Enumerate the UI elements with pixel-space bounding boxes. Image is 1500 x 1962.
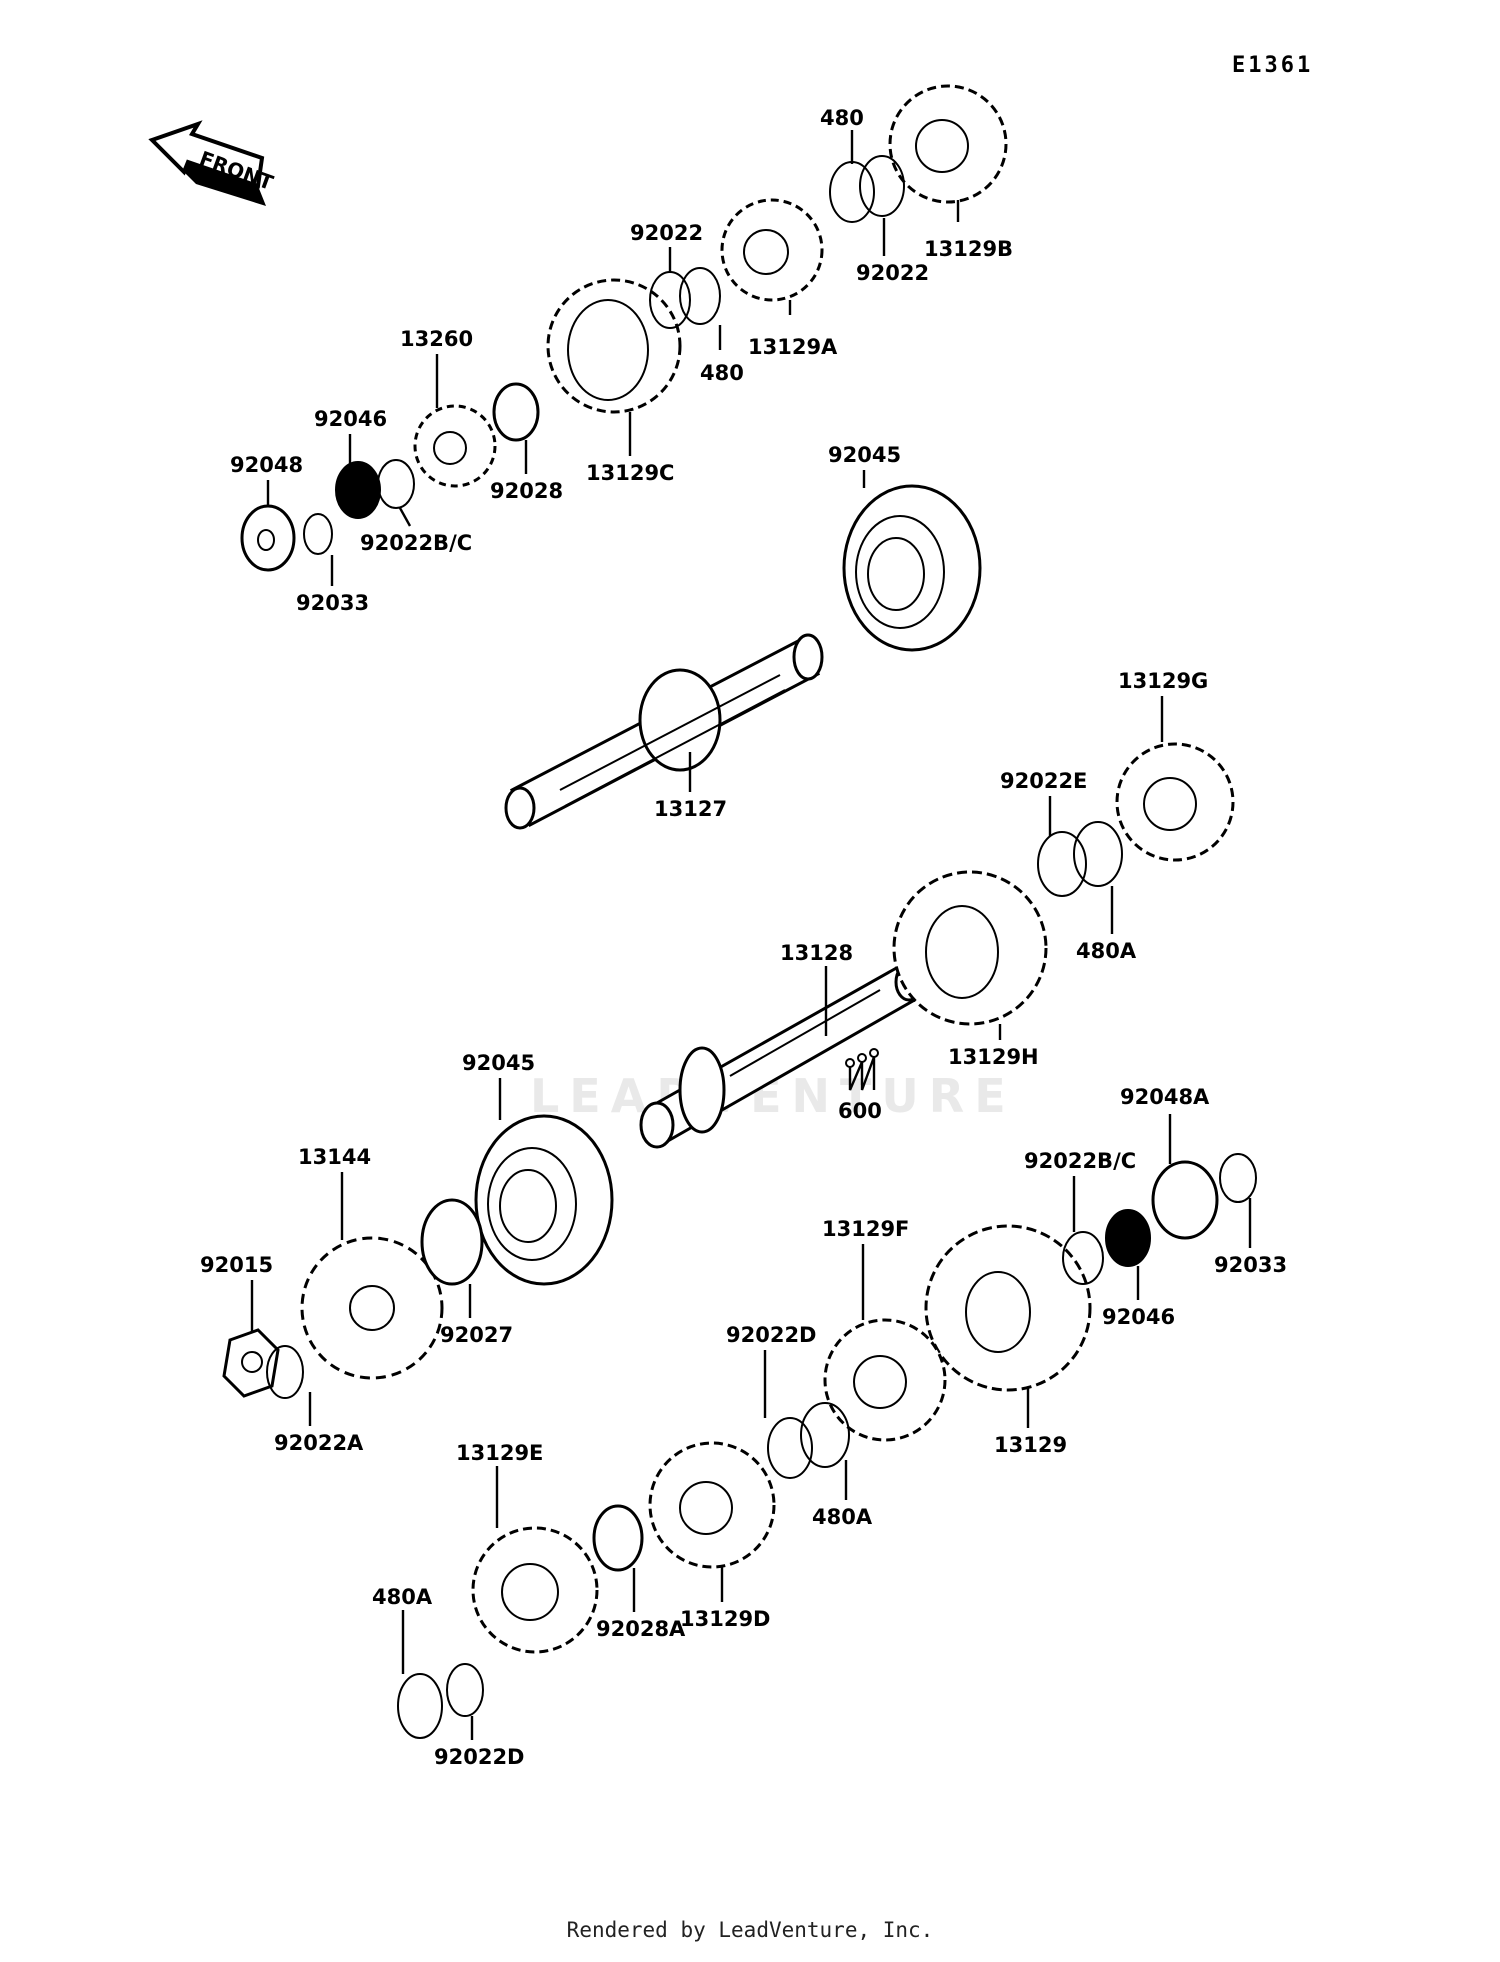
circlip-92033-bottom-drawing: [1219, 1153, 1257, 1203]
part-label-13129A: 13129A: [748, 335, 838, 359]
bushing-92027-drawing: [420, 1198, 484, 1286]
gear-13129-drawing: [924, 1224, 1092, 1392]
part-label-13129G: 13129G: [1118, 669, 1208, 693]
part-label-480-top: 480: [820, 106, 864, 130]
part-label-13129D: 13129D: [680, 1607, 771, 1631]
part-label-480A-right: 480A: [1076, 939, 1137, 963]
circlip-92033-top-drawing: [303, 513, 333, 555]
gear-13129C-drawing: [546, 278, 682, 414]
collar-92048-drawing: [240, 504, 296, 572]
part-label-480-mid: 480: [700, 361, 744, 385]
part-label-92022D-mid: 92022D: [726, 1323, 817, 1347]
gear-13129H-drawing: [892, 870, 1048, 1026]
part-label-92033-bottom: 92033: [1214, 1253, 1287, 1277]
circlip-480-mid-drawing: [679, 267, 721, 325]
sprocket-13144-drawing: [300, 1236, 444, 1380]
gear-13129F-drawing: [823, 1318, 947, 1442]
part-label-92022BC-top: 92022B/C: [360, 531, 472, 555]
part-label-13144: 13144: [298, 1145, 371, 1169]
gear-13129A-drawing: [720, 198, 824, 302]
needle-bearing-92028A-drawing: [592, 1504, 644, 1572]
part-label-13128: 13128: [780, 941, 853, 965]
part-label-480A-mid: 480A: [812, 1505, 873, 1529]
washer-92022D-mid-drawing: [767, 1417, 813, 1479]
part-label-92022D-bottom: 92022D: [434, 1745, 525, 1769]
part-label-13127: 13127: [654, 797, 727, 821]
collar-92048A-drawing: [1151, 1160, 1219, 1240]
washer-92022A-drawing: [266, 1345, 304, 1399]
part-label-92048: 92048: [230, 453, 303, 477]
part-label-600: 600: [838, 1099, 882, 1123]
needle-bearing-92046-top-drawing: [335, 461, 381, 519]
needle-bearing-92046-bottom-drawing: [1105, 1209, 1151, 1267]
part-label-480A-bottom: 480A: [372, 1585, 433, 1609]
washer-92022-top-right-drawing: [859, 155, 905, 217]
gear-13129E-drawing: [471, 1526, 599, 1654]
gear-13129G-drawing: [1115, 742, 1235, 862]
gear-13129B-drawing: [888, 84, 1008, 204]
front-arrow-icon: FRONT: [148, 120, 277, 206]
washer-92022BC-bottom-drawing: [1062, 1231, 1104, 1285]
diagram-code: E1361: [1232, 53, 1313, 78]
part-label-92022-top-left: 92022: [630, 221, 703, 245]
part-label-13260: 13260: [400, 327, 473, 351]
part-label-92015: 92015: [200, 1253, 273, 1277]
part-label-13129C: 13129C: [586, 461, 674, 485]
circlip-480A-bottom-drawing: [397, 1673, 443, 1739]
shaft-13128-drawing: [639, 962, 924, 1149]
needle-bearing-92028-drawing: [492, 382, 540, 442]
gear-13129D-drawing: [648, 1441, 776, 1569]
part-label-13129B: 13129B: [924, 237, 1013, 261]
circlip-480A-mid-drawing: [800, 1402, 850, 1468]
part-label-92022A: 92022A: [274, 1431, 364, 1455]
leader-lines: [250, 130, 1252, 1740]
part-label-92045-top: 92045: [828, 443, 901, 467]
part-label-13129: 13129: [994, 1433, 1067, 1457]
part-label-92022-top-right: 92022: [856, 261, 929, 285]
washer-92022E-drawing: [1037, 831, 1087, 897]
circlip-480A-right-drawing: [1073, 821, 1123, 887]
part-label-92022BC-bottom: 92022B/C: [1024, 1149, 1136, 1173]
part-label-92046-bottom: 92046: [1102, 1305, 1175, 1329]
part-label-92048A: 92048A: [1120, 1085, 1210, 1109]
footer-credit: Rendered by LeadVenture, Inc.: [566, 1918, 934, 1942]
washer-92022BC-top-drawing: [377, 459, 415, 509]
circlip-480-top-drawing: [829, 161, 875, 223]
part-label-13129F: 13129F: [822, 1217, 909, 1241]
part-label-92028A: 92028A: [596, 1617, 686, 1641]
gear-13260-drawing: [413, 404, 497, 488]
part-label-92045-bottom: 92045: [462, 1051, 535, 1075]
nut-92015-drawing: [222, 1328, 280, 1398]
part-label-92022E: 92022E: [1000, 769, 1087, 793]
washer-92022D-bottom-drawing: [446, 1663, 484, 1717]
part-label-13129H: 13129H: [948, 1045, 1039, 1069]
part-label-92027: 92027: [440, 1323, 513, 1347]
part-label-92028: 92028: [490, 479, 563, 503]
part-label-92046-top: 92046: [314, 407, 387, 431]
part-label-92033-top: 92033: [296, 591, 369, 615]
bearing-92045-bottom-drawing: [474, 1114, 614, 1286]
shaft-13127-drawing: [504, 633, 824, 830]
part-label-13129E: 13129E: [456, 1441, 543, 1465]
bearing-92045-top-drawing: [842, 484, 982, 652]
